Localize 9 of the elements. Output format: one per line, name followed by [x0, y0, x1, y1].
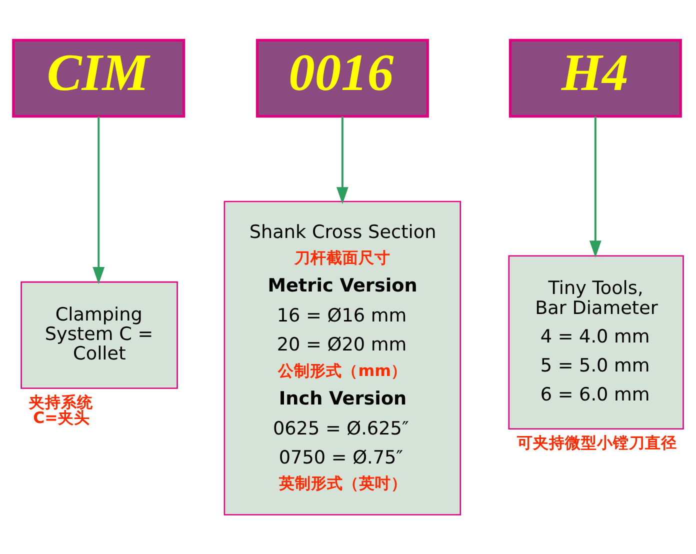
node-box: 0016	[256, 38, 429, 118]
arrow	[92, 116, 105, 284]
node-label: 夹持系统	[29, 392, 94, 411]
arrow	[589, 116, 602, 258]
node-label: 可夹持微型小镗刀直径	[516, 432, 677, 452]
node-box: CIM	[12, 38, 186, 118]
node-box: Shank Cross Section 刀杆截面尺寸 Metric Version 16 = Ø16 mm 20 = Ø20 mm 公制形式（mm） Inch Version 0625 = Ø.625″ 0750 = Ø.75″ 英制形式（英吋）	[224, 200, 462, 515]
node-box: H4	[508, 38, 682, 118]
arrow	[336, 116, 348, 204]
